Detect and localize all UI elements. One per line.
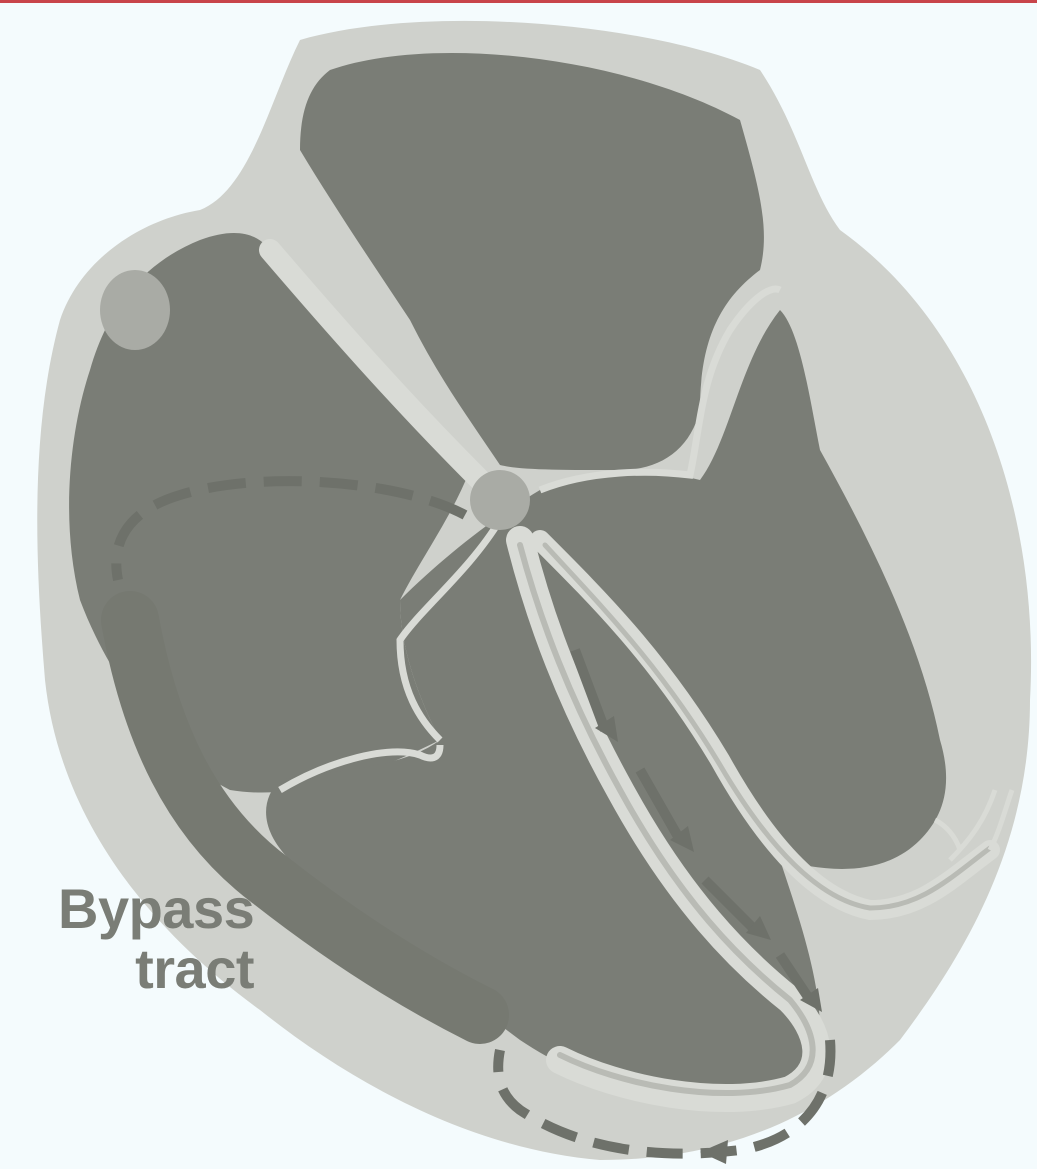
sa-node [100, 270, 170, 350]
av-node [470, 470, 530, 530]
bypass-tract-label-line2: tract [58, 940, 254, 998]
bypass-tract-label-line1: Bypass [58, 880, 254, 938]
